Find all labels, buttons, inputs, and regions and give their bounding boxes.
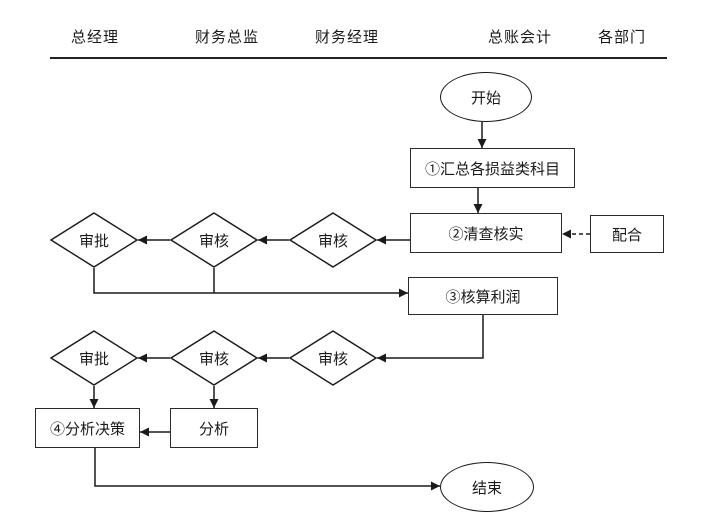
column-header-finance-director: 财务总监 <box>194 30 260 46</box>
step2-label: ②清查核实 <box>448 226 524 243</box>
connector-approve1-to-step3 <box>93 268 408 298</box>
decision-label: 审核 <box>317 351 348 368</box>
decision-review-director-row2: 审核 <box>170 330 258 386</box>
decision-label: 审批 <box>78 351 109 368</box>
step1-label: ①汇总各损益类科目 <box>424 161 560 178</box>
step4-box: ④分析决策 <box>35 408 140 448</box>
column-header-finance-manager: 财务经理 <box>314 30 380 46</box>
diamond-shape <box>50 212 138 268</box>
decision-label: 审核 <box>317 233 348 250</box>
start-label: 开始 <box>470 90 501 107</box>
column-header-general-manager: 总经理 <box>70 30 120 46</box>
step2-box: ②清查核实 <box>410 213 562 253</box>
step4-label: ④分析决策 <box>49 421 125 438</box>
diamond-shape <box>170 330 258 386</box>
diamond-shape <box>50 330 138 386</box>
diamond-shape <box>289 212 377 268</box>
decision-review-director-row1: 审核 <box>170 212 258 268</box>
decision-label: 审批 <box>78 233 109 250</box>
connector-step3-to-review3 <box>377 315 484 363</box>
decision-review-manager-row1: 审核 <box>289 212 377 268</box>
end-label: 结束 <box>471 480 502 497</box>
step3-box: ③核算利润 <box>408 277 558 315</box>
diamond-shape <box>289 330 377 386</box>
connector-step4-to-end <box>94 448 440 491</box>
analyze-box: 分析 <box>170 408 258 448</box>
step1-box: ①汇总各损益类科目 <box>410 148 575 188</box>
diamond-shape <box>170 212 258 268</box>
step3-label: ③核算利润 <box>445 289 521 306</box>
column-header-departments: 各部门 <box>597 30 647 46</box>
decision-review-manager-row2: 审核 <box>289 330 377 386</box>
end-node: 结束 <box>440 462 534 512</box>
column-header-gl-accountant: 总账会计 <box>487 30 553 46</box>
decision-approve-row1: 审批 <box>50 212 138 268</box>
analyze-label: 分析 <box>198 421 229 438</box>
decision-approve-row2: 审批 <box>50 330 138 386</box>
coop-box: 配合 <box>590 215 664 253</box>
decision-label: 审核 <box>198 233 229 250</box>
start-node: 开始 <box>440 72 532 122</box>
decision-label: 审核 <box>198 351 229 368</box>
coop-label: 配合 <box>611 227 642 244</box>
